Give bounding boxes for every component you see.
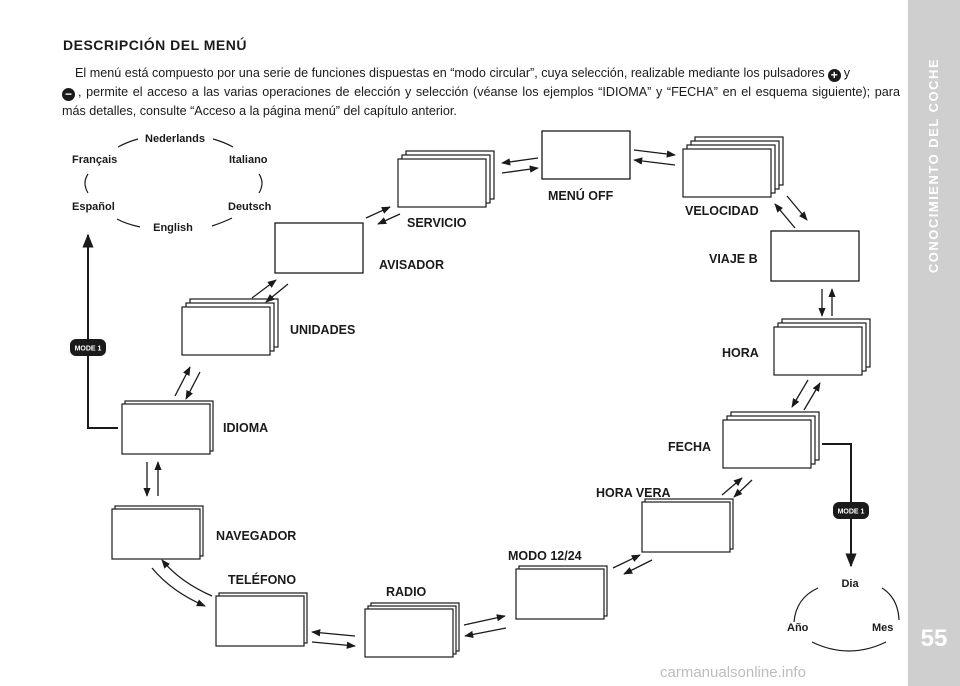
label-viaje-b: VIAJE B <box>709 252 758 266</box>
intro-text-1: El menú está compuesto por una serie de … <box>75 66 825 80</box>
date-dia: Dia <box>841 578 859 590</box>
language-francais: Français <box>72 154 117 166</box>
intro-and: y <box>843 66 851 80</box>
minus-button-icon: − <box>62 88 75 101</box>
language-deutsch: Deutsch <box>228 201 272 213</box>
screen-viaje-b <box>770 230 860 282</box>
label-servicio: SERVICIO <box>407 216 467 230</box>
mode1-path-idioma <box>82 233 118 429</box>
screen-hora <box>773 318 871 376</box>
label-avisador: AVISADOR <box>379 258 444 272</box>
label-fecha: FECHA <box>668 440 711 454</box>
language-english: English <box>153 222 193 234</box>
screen-velocidad <box>682 136 784 198</box>
plus-button-icon: + <box>827 69 841 82</box>
screen-hora-vera <box>641 498 734 553</box>
mode1-button-left: MODE 1 <box>70 339 106 356</box>
mode1-button-right: MODE 1 <box>833 502 869 519</box>
label-radio: RADIO <box>386 585 427 599</box>
label-idioma: IDIOMA <box>223 421 268 435</box>
language-italiano: Italiano <box>229 154 268 166</box>
menu-diagram: MODE 1 MODE 1 MENÚ OFF VELOCIDAD SERVICI… <box>70 130 900 658</box>
screen-telefono <box>215 592 308 647</box>
section-heading: DESCRIPCIÓN DEL MENÚ <box>63 37 247 53</box>
label-navegador: NAVEGADOR <box>216 529 296 543</box>
screen-modo-12-24 <box>515 565 608 620</box>
date-ano: Año <box>787 622 809 634</box>
label-hora: HORA <box>722 346 759 360</box>
date-wheel: Dia Año Mes <box>787 578 900 652</box>
watermark: carmanualsonline.info <box>660 664 806 681</box>
label-unidades: UNIDADES <box>290 323 355 337</box>
label-velocidad: VELOCIDAD <box>685 204 759 218</box>
label-modo-12-24: MODO 12/24 <box>508 549 582 563</box>
label-hora-vera: HORA VERA <box>596 486 671 500</box>
side-tab: CONOCIMIENTO DEL COCHE 55 <box>908 0 960 686</box>
navigation-arrows <box>143 149 836 649</box>
language-wheel: Nederlands Français Italiano Español Deu… <box>72 133 272 234</box>
intro-text-2: , permite el acceso a las varias operaci… <box>62 85 900 118</box>
page-number: 55 <box>920 625 948 652</box>
label-telefono: TELÉFONO <box>228 572 296 587</box>
date-mes: Mes <box>872 622 893 634</box>
language-nederlands: Nederlands <box>145 133 205 145</box>
chapter-title: CONOCIMIENTO DEL COCHE <box>926 57 942 273</box>
screen-menu-off <box>541 130 631 180</box>
intro-paragraph: El menú está compuesto por una serie de … <box>62 64 900 121</box>
screen-unidades <box>181 298 279 356</box>
screen-radio <box>364 602 460 658</box>
screen-navegador <box>111 505 204 560</box>
screen-idioma <box>121 400 214 455</box>
language-espanol: Español <box>72 201 115 213</box>
screen-fecha <box>722 411 820 469</box>
mode1-label-left: MODE 1 <box>75 346 102 353</box>
label-menu-off: MENÚ OFF <box>548 188 614 203</box>
mode1-path-fecha <box>822 443 857 568</box>
mode1-label-right: MODE 1 <box>838 509 865 516</box>
screen-servicio <box>397 150 495 208</box>
screen-avisador <box>274 222 364 274</box>
